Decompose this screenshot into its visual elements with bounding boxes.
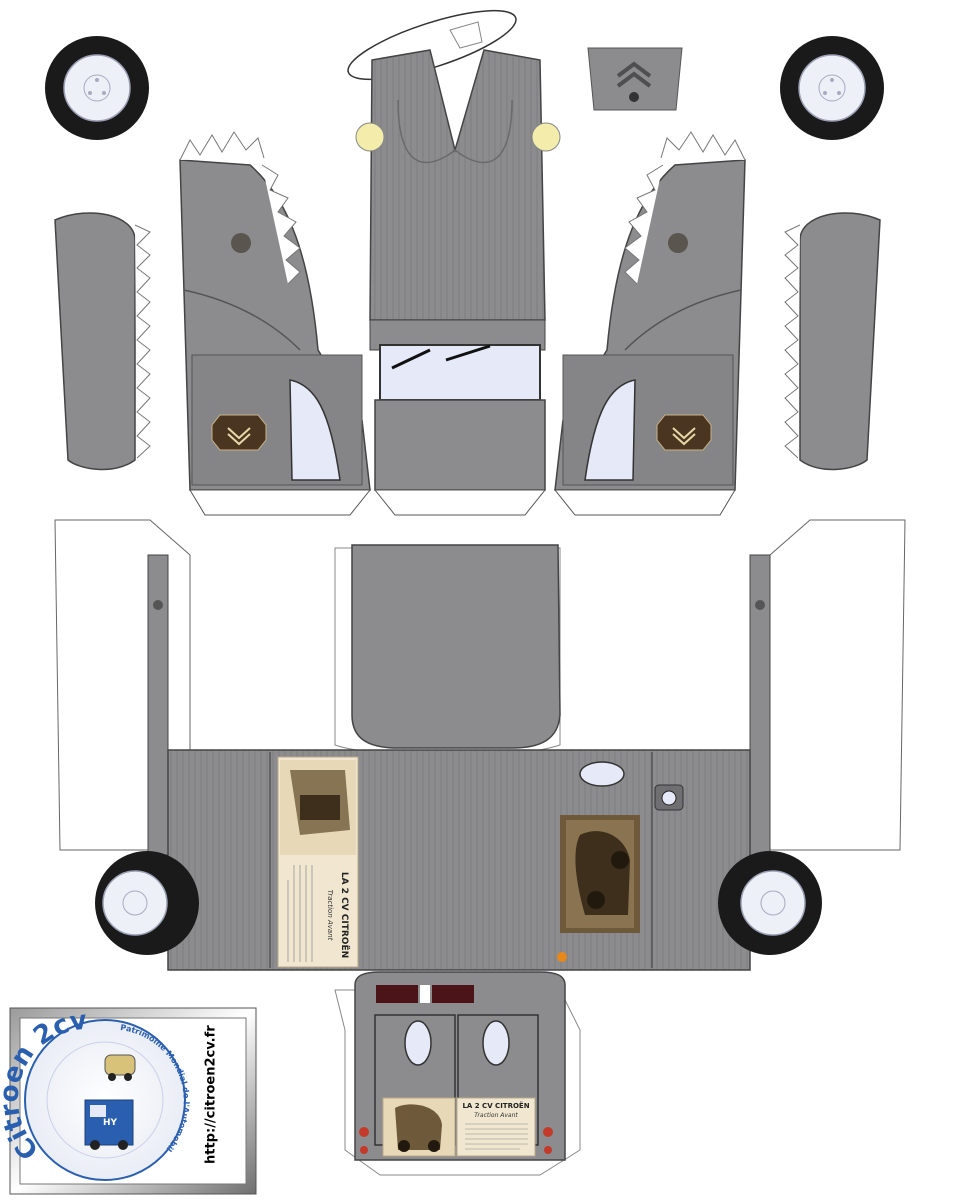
rear-brochure-title: LA 2 CV CITROËN bbox=[462, 1101, 529, 1110]
logo-badge: HY bbox=[103, 1118, 118, 1128]
fender-left bbox=[54, 212, 151, 471]
hood-panel bbox=[355, 49, 561, 516]
front-side-left bbox=[179, 131, 372, 516]
sepia-photo bbox=[560, 815, 640, 933]
side-brochure-subtitle: Traction Avant bbox=[326, 890, 334, 941]
fender-right bbox=[784, 212, 881, 471]
body-side-panel bbox=[167, 749, 751, 971]
roof-panel bbox=[334, 544, 561, 753]
side-flap-left bbox=[54, 519, 191, 856]
van-emblem-icon bbox=[84, 1099, 134, 1150]
car-emblem-icon bbox=[104, 1054, 136, 1081]
rear-brochure-subtitle: Traction Avant bbox=[474, 1112, 518, 1119]
wheel-rear-right bbox=[718, 851, 822, 955]
wheel-top-right bbox=[780, 36, 884, 140]
side-brochure: LA 2 CV CITROËN Traction Avant bbox=[277, 756, 359, 968]
grille-piece bbox=[587, 47, 683, 111]
wheel-rear-left bbox=[95, 851, 199, 955]
wheel-top-left bbox=[45, 36, 149, 140]
front-side-right bbox=[553, 131, 746, 516]
rear-brochure: LA 2 CV CITROËN Traction Avant bbox=[382, 1097, 536, 1157]
side-brochure-title: LA 2 CV CITROËN bbox=[339, 872, 350, 958]
site-url[interactable]: http://citroen2cv.fr bbox=[203, 1025, 219, 1165]
side-flap-right bbox=[749, 519, 906, 856]
